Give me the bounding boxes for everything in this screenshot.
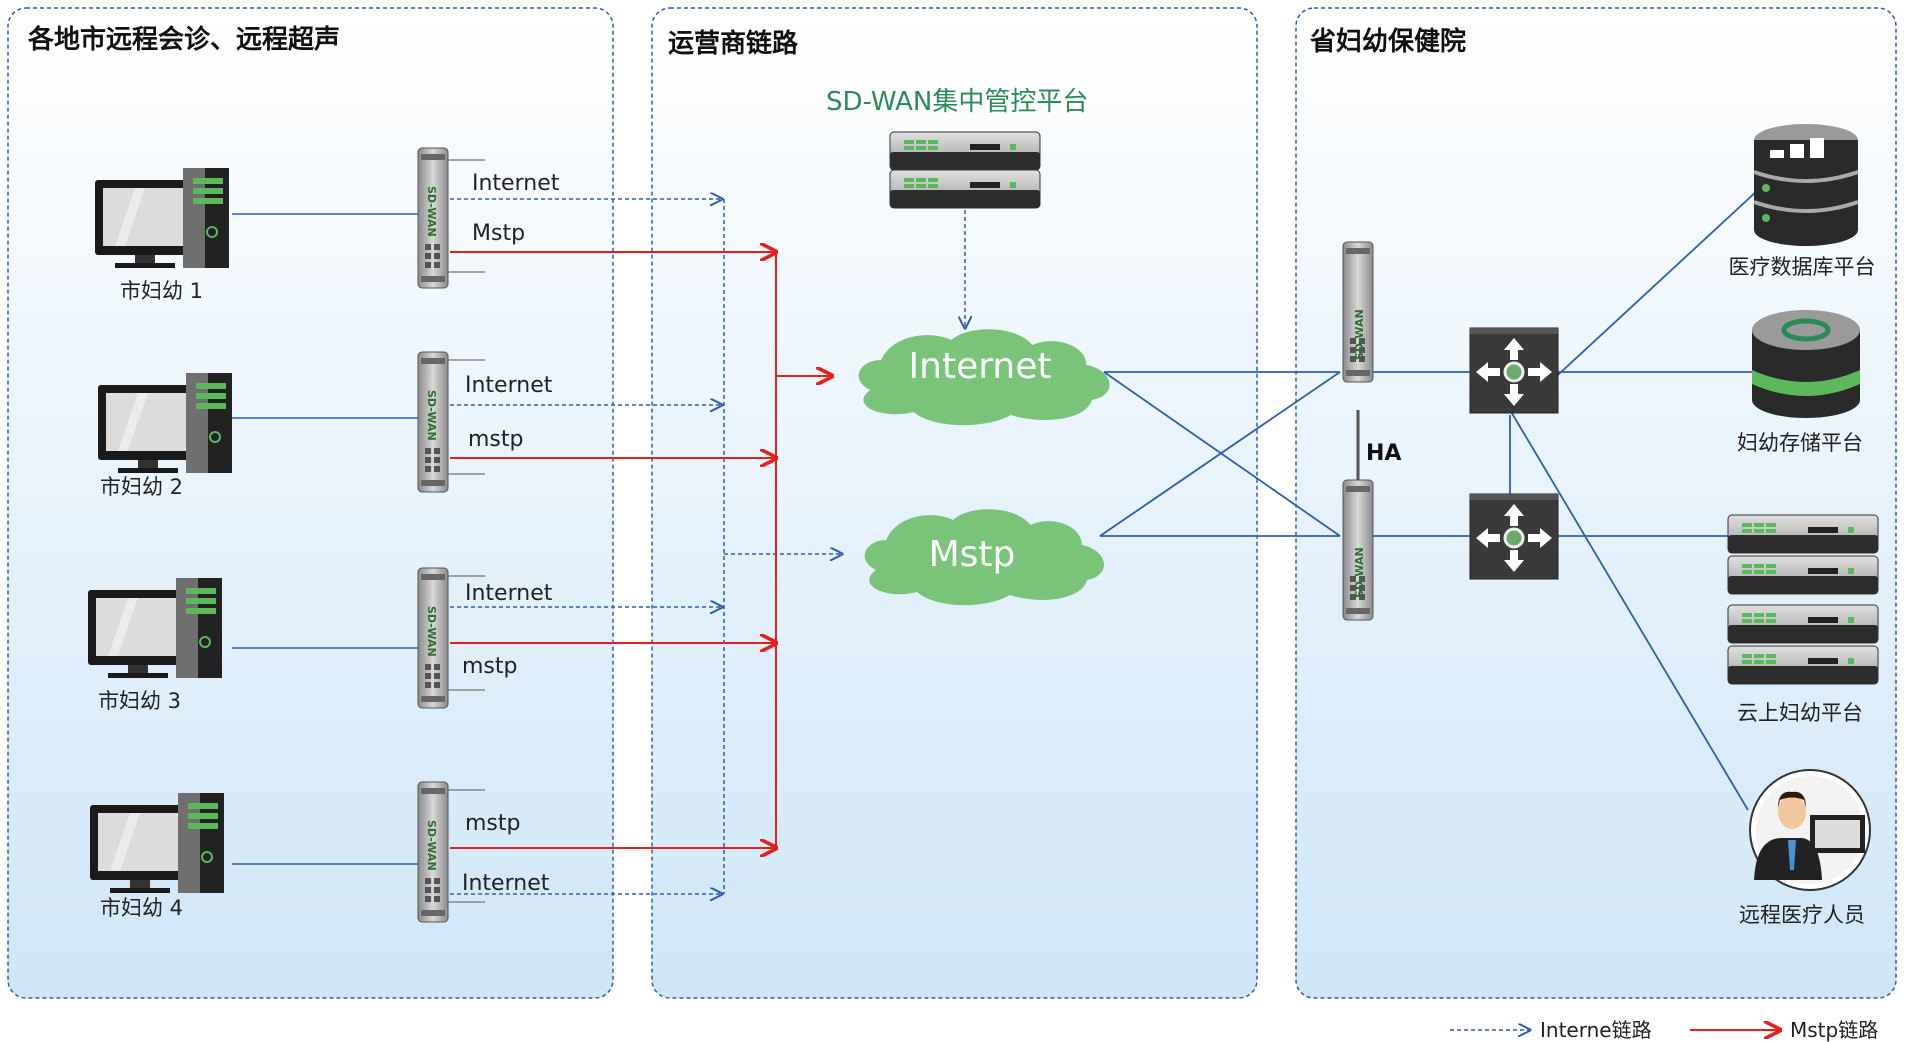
site-3-upper-link-label: Internet xyxy=(465,581,553,606)
site-3-pc-icon xyxy=(87,577,223,679)
site-4-label: 市妇幼 4 xyxy=(100,896,183,920)
control-platform-server-icon xyxy=(889,131,1041,209)
site-1-pc-icon xyxy=(94,167,230,269)
site-4-sdwan-device: SD-WAN xyxy=(417,781,449,923)
medical-staff-label: 远程医疗人员 xyxy=(1739,903,1865,927)
panel-hospital xyxy=(1295,7,1897,999)
internet-cloud: Internet xyxy=(858,329,1110,426)
site-2-label: 市妇幼 2 xyxy=(100,475,183,499)
site-3-sdwan-device: SD-WAN xyxy=(417,567,449,709)
site-1-sdwan-device: SD-WAN xyxy=(417,147,449,289)
cloud-platform-label: 云上妇幼平台 xyxy=(1737,701,1863,725)
hospital-sdwan-device-1: SD-WAN xyxy=(1342,241,1374,383)
panel-title-carrier: 运营商链路 xyxy=(668,28,799,59)
site-2-upper-link-label: Internet xyxy=(465,373,553,398)
panel-carrier xyxy=(651,7,1258,999)
hospital-sdwan-device-2: SD-WAN xyxy=(1342,479,1374,621)
mstp-cloud-label: Mstp xyxy=(929,534,1016,575)
legend: Interne链路 Mstp链路 xyxy=(1450,1018,1878,1042)
legend-internet-label: Interne链路 xyxy=(1540,1018,1652,1042)
site-2-sdwan-device: SD-WAN xyxy=(417,351,449,493)
storage-icon xyxy=(1752,310,1860,418)
panel-title-hospital: 省妇幼保健院 xyxy=(1309,26,1466,57)
mstp-cloud: Mstp xyxy=(864,509,1104,606)
core-switch-2-icon xyxy=(1468,492,1560,581)
database-label: 医疗数据库平台 xyxy=(1729,255,1876,279)
legend-mstp-label: Mstp链路 xyxy=(1790,1018,1878,1042)
database-icon xyxy=(1753,124,1859,246)
site-3-label: 市妇幼 3 xyxy=(98,689,181,713)
site-1-upper-link-label: Internet xyxy=(472,171,560,196)
site-2-pc-icon xyxy=(97,372,233,474)
storage-label: 妇幼存储平台 xyxy=(1737,431,1863,455)
svg-text:SD-WAN: SD-WAN xyxy=(425,390,438,441)
svg-text:SD-WAN: SD-WAN xyxy=(425,820,438,871)
medical-staff-icon xyxy=(1749,769,1871,891)
site-2-lower-link-label: mstp xyxy=(468,427,523,452)
internet-cloud-label: Internet xyxy=(909,346,1052,387)
svg-text:SD-WAN: SD-WAN xyxy=(425,186,438,237)
svg-text:SD-WAN: SD-WAN xyxy=(425,606,438,657)
site-1-lower-link-label: Mstp xyxy=(472,221,525,246)
svg-text:SD-WAN: SD-WAN xyxy=(1353,309,1366,360)
site-1-label: 市妇幼 1 xyxy=(120,279,203,303)
site-3-lower-link-label: mstp xyxy=(462,654,517,679)
site-4-lower-link-label: Internet xyxy=(462,871,550,896)
svg-text:SD-WAN: SD-WAN xyxy=(1353,547,1366,598)
site-4-pc-icon xyxy=(89,792,225,894)
core-switch-1-icon xyxy=(1468,326,1560,415)
panel-title-sites: 各地市远程会诊、远程超声 xyxy=(27,24,340,55)
site-4-upper-link-label: mstp xyxy=(465,811,520,836)
panel-sites xyxy=(7,7,614,999)
control-platform-label: SD-WAN集中管控平台 xyxy=(826,87,1088,117)
ha-label: HA xyxy=(1366,441,1401,466)
